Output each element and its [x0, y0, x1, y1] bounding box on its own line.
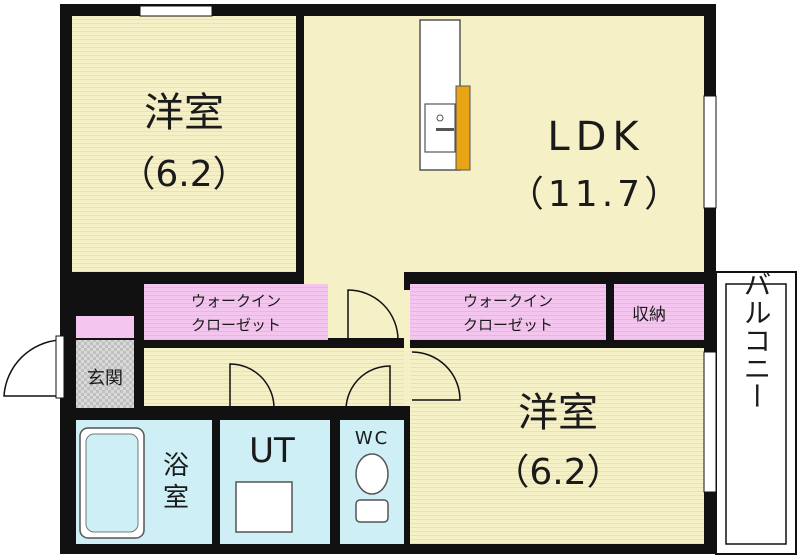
western-room-bottom-floor [410, 348, 704, 544]
balcony-floor [725, 283, 787, 545]
walkin-left-line2: クローゼット [191, 316, 281, 334]
room-name-ldk: LDK [547, 114, 644, 160]
walkin-closet-left [144, 284, 328, 340]
washer-icon [235, 481, 293, 533]
walkin-left-line1: ウォークイン [191, 292, 281, 310]
walkin-right-line2: クローゼット [463, 316, 553, 334]
kitchen-accent-strip [455, 85, 471, 171]
entrance-step [76, 316, 134, 338]
wc-door-icon [345, 365, 391, 411]
walkin-right-line1: ウォークイン [463, 292, 553, 310]
room-size-ldk: （11.7） [508, 174, 684, 215]
balcony-label: バルコニー [740, 270, 773, 410]
entrance-door-icon [3, 339, 61, 397]
ldk-floor [304, 16, 704, 272]
storage-label: 収納 [632, 305, 666, 325]
ut-door-icon [229, 363, 275, 409]
bath-label-line2: 室 [163, 483, 189, 513]
wc-label: WC [355, 428, 389, 449]
room-size-western-bottom: （6.2） [493, 452, 622, 493]
hallway-floor [144, 348, 414, 406]
ldk-door-icon [347, 289, 399, 341]
ut-label: UT [249, 431, 295, 471]
entrance-label: 玄関 [87, 368, 123, 389]
walkin-closet-right [410, 284, 606, 340]
window-ldk-right [703, 95, 717, 209]
western-room-top-floor [72, 16, 296, 272]
entrance-tiles [76, 340, 134, 408]
hall-small-floor [404, 290, 410, 406]
storage-closet [614, 284, 704, 340]
tap-icon [436, 114, 444, 122]
window-top-left [139, 5, 213, 17]
window-bedroom-right [703, 351, 717, 493]
room-name-western-top: 洋室 [144, 90, 224, 136]
bath-label-line1: 浴 [163, 451, 189, 481]
bedroom-door-icon [411, 351, 461, 401]
toilet-bowl-icon [355, 453, 389, 495]
toilet-tank-icon [355, 499, 389, 523]
room-size-western-top: （6.2） [119, 154, 248, 195]
room-name-western-bottom: 洋室 [518, 390, 598, 436]
